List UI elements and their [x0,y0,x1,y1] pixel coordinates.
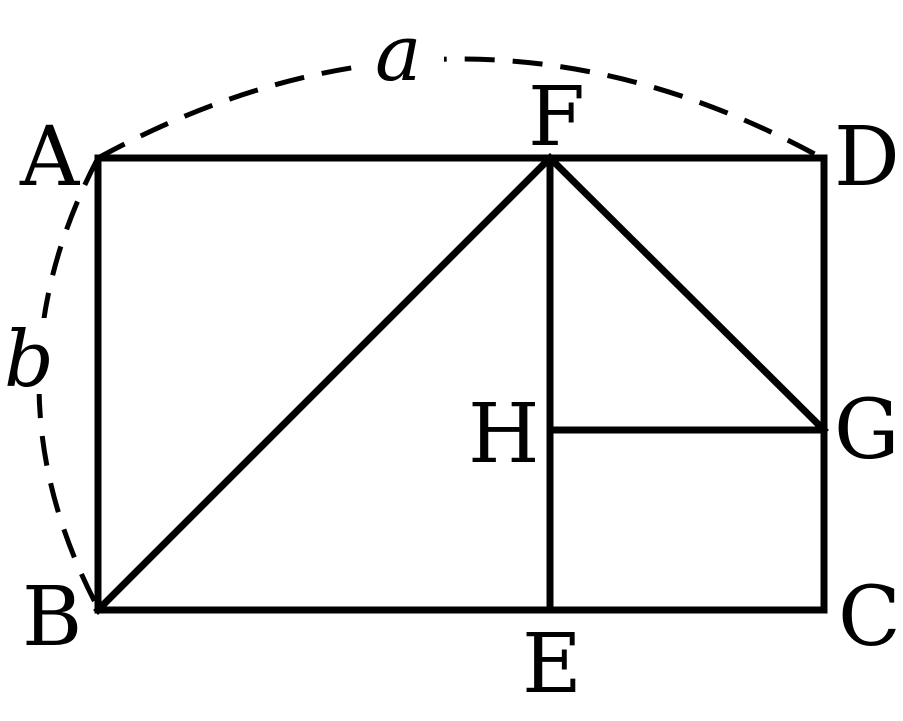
label-point-h: H [468,387,540,482]
segment-fg [545,153,829,435]
label-point-e: E [522,617,582,712]
label-side-a: a [375,9,422,99]
label-point-a: A [19,110,81,205]
label-point-f: F [528,70,585,165]
arc-side-a [96,56,824,161]
rectangle-abcd [94,154,828,614]
segment-bf [93,153,555,615]
label-point-d: D [834,110,900,205]
label-side-b: b [4,315,54,405]
label-point-b: B [22,570,82,665]
label-point-c: C [838,570,901,665]
label-point-g: G [834,383,900,478]
arc-side-b [36,156,101,610]
